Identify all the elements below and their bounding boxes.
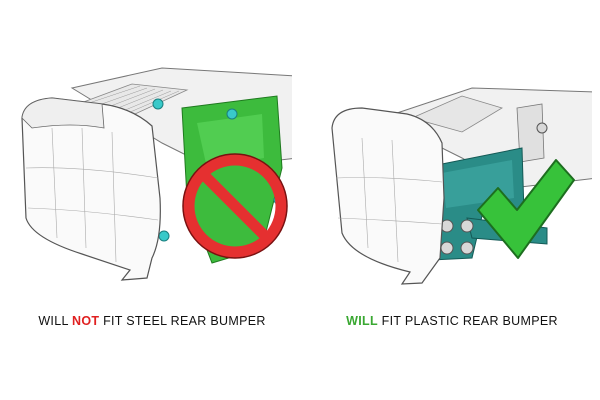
caption-suffix: FIT STEEL REAR BUMPER (99, 314, 266, 328)
prohibited-sign-icon (182, 153, 288, 259)
checkmark-icon (477, 159, 575, 259)
plastic-bumper-caption: WILL FIT PLASTIC REAR BUMPER (312, 314, 592, 328)
caption-prefix: WILL (38, 314, 73, 328)
caption-suffix: FIT PLASTIC REAR BUMPER (377, 314, 558, 328)
bumper-body (331, 107, 445, 285)
bolt-icons (440, 122, 548, 255)
steel-bumper-illustration (12, 48, 292, 298)
steel-bumper-caption: WILL NOT FIT STEEL REAR BUMPER (12, 314, 292, 328)
plastic-bumper-illustration (312, 48, 592, 298)
caption-not-highlight: NOT (72, 314, 100, 328)
caption-will-highlight: WILL (346, 314, 378, 328)
